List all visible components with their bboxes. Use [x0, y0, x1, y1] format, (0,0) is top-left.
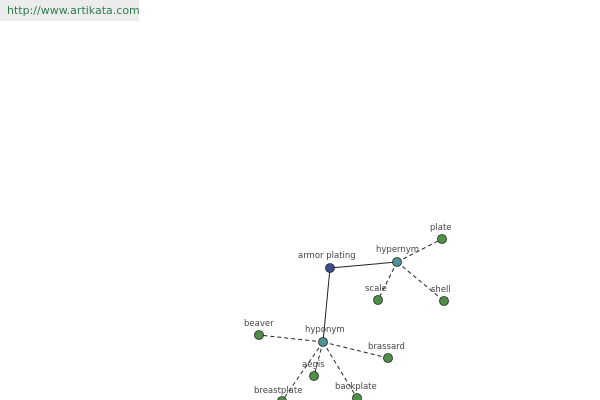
- leaf-node-marker[interactable]: [437, 234, 447, 244]
- edge-hyponym-aegis: [313, 341, 324, 377]
- node-breastplate[interactable]: breastplate: [254, 386, 302, 400]
- edge-hyponym-breastplate: [282, 341, 324, 400]
- node-backplate[interactable]: backplate: [335, 382, 377, 400]
- edge-hyponym-backplate: [322, 341, 358, 399]
- node-label-armor: armor plating: [298, 251, 356, 261]
- node-label-backplate: backplate: [335, 382, 377, 392]
- edge-hypernym-shell: [396, 261, 445, 302]
- site-url-link[interactable]: http://www.artikata.com: [0, 0, 139, 21]
- edge-root-hypernym: [329, 261, 398, 269]
- node-label-aegis: aegis: [302, 360, 325, 370]
- graph-nodes: armor plating hypernym hyponym plate scale sh…: [244, 223, 452, 400]
- leaf-node-marker[interactable]: [254, 330, 264, 340]
- node-aegis[interactable]: aegis: [302, 360, 325, 381]
- leaf-node-marker[interactable]: [439, 296, 449, 306]
- node-label-plate: plate: [430, 223, 452, 233]
- node-label-brassard: brassard: [368, 342, 405, 352]
- edge-root-hyponym: [322, 267, 331, 343]
- relation-node-marker[interactable]: [318, 337, 328, 347]
- node-scale[interactable]: scale: [365, 284, 387, 305]
- node-hypernym[interactable]: hypernym: [376, 245, 419, 267]
- node-brassard[interactable]: brassard: [368, 342, 405, 363]
- node-beaver[interactable]: beaver: [244, 319, 274, 340]
- node-armor[interactable]: armor plating: [298, 251, 356, 273]
- node-plate[interactable]: plate: [430, 223, 452, 244]
- leaf-node-marker[interactable]: [373, 295, 383, 305]
- root-node-marker[interactable]: [325, 263, 335, 273]
- graph-edges: [258, 238, 445, 400]
- node-label-hyponym: hyponym: [305, 325, 345, 335]
- leaf-node-marker[interactable]: [309, 371, 319, 381]
- node-hyponym[interactable]: hyponym: [305, 325, 345, 347]
- leaf-node-marker[interactable]: [277, 396, 287, 400]
- relation-node-marker[interactable]: [392, 257, 402, 267]
- node-shell[interactable]: shell: [431, 285, 451, 306]
- edge-hyponym-beaver: [258, 334, 324, 343]
- leaf-node-marker[interactable]: [352, 393, 362, 400]
- node-label-hypernym: hypernym: [376, 245, 419, 255]
- node-label-shell: shell: [431, 285, 451, 295]
- edge-hypernym-plate: [396, 238, 443, 263]
- leaf-node-marker[interactable]: [383, 353, 393, 363]
- edge-hypernym-scale: [377, 261, 398, 301]
- node-label-beaver: beaver: [244, 319, 274, 329]
- node-label-breastplate: breastplate: [254, 386, 302, 396]
- node-label-scale: scale: [365, 284, 387, 294]
